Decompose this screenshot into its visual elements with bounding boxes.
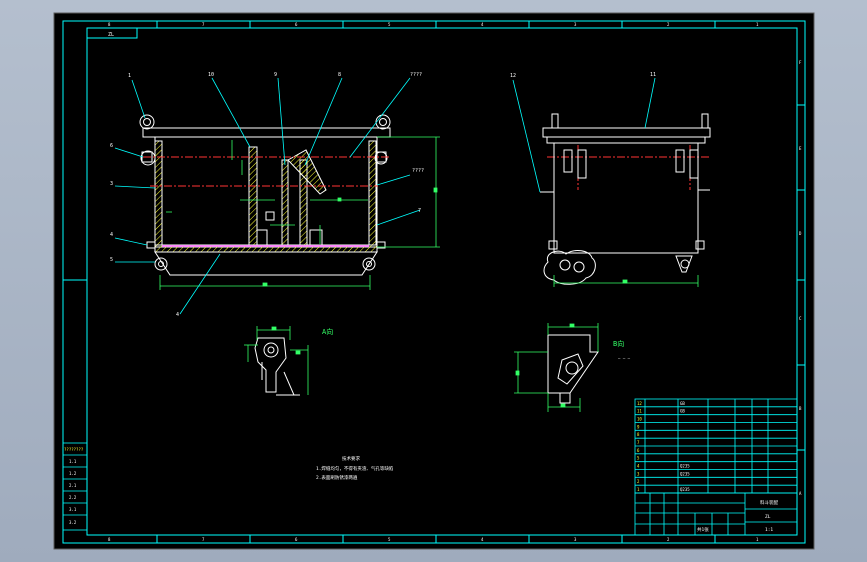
svg-text:10: 10 — [208, 72, 214, 78]
bom-cell: 6 — [637, 448, 640, 453]
drawing-sheet — [53, 12, 815, 550]
zone-ticks — [156, 21, 805, 543]
svg-text:4: 4 — [481, 537, 484, 542]
svg-text:1.焊缝均匀，不得有夹渣、气孔等缺陷: 1.焊缝均匀，不得有夹渣、气孔等缺陷 — [316, 465, 394, 472]
svg-text:1: 1 — [756, 22, 759, 27]
svg-text:3.2: 3.2 — [69, 520, 77, 525]
front-view — [139, 114, 391, 276]
side-view — [540, 113, 711, 285]
detail-a — [254, 337, 300, 396]
bom-cell: 7 — [637, 440, 640, 445]
svg-text:5: 5 — [110, 257, 113, 263]
svg-text:6: 6 — [295, 537, 298, 542]
side-dimensions — [553, 275, 699, 287]
detail-a-label: A向 — [322, 327, 333, 336]
svg-text:1: 1 — [756, 537, 759, 542]
svg-text:8: 8 — [108, 537, 111, 542]
svg-text:3: 3 — [574, 22, 577, 27]
left-revision-table — [62, 442, 88, 531]
svg-text:6: 6 — [110, 143, 113, 149]
bom-cell: 1 — [637, 487, 640, 492]
svg-text:9: 9 — [274, 72, 277, 78]
bom-cell: 3 — [637, 471, 640, 476]
svg-text:1: 1 — [128, 73, 131, 79]
svg-text:3: 3 — [110, 181, 113, 187]
svg-text:????????: ???????? — [64, 447, 84, 452]
leader-lines-side — [512, 77, 656, 193]
svg-text:6: 6 — [295, 22, 298, 27]
drawing-frame — [62, 20, 806, 544]
svg-text:C: C — [799, 316, 802, 321]
svg-text:12: 12 — [510, 73, 516, 79]
svg-text:2: 2 — [667, 537, 670, 542]
svg-text:B: B — [799, 406, 802, 411]
svg-text:F: F — [799, 60, 802, 65]
title-block — [634, 492, 798, 536]
drawing-number-tag: ZL — [86, 27, 138, 39]
svg-text:????: ???? — [412, 168, 424, 174]
svg-text:A: A — [799, 491, 802, 496]
bom-cell: 10 — [637, 417, 642, 422]
svg-text:4: 4 — [110, 232, 113, 238]
bom-cell: GB — [680, 401, 685, 406]
bom-cell: 11 — [637, 409, 642, 414]
detail-a-dims — [244, 326, 309, 395]
bom-cell: 5 — [637, 456, 640, 461]
svg-text:1.1: 1.1 — [69, 459, 77, 464]
svg-text:8: 8 — [108, 22, 111, 27]
svg-text:3: 3 — [574, 537, 577, 542]
svg-text:E: E — [799, 146, 802, 151]
leader-lines-front — [114, 77, 421, 315]
bom-cell: 9 — [637, 424, 640, 429]
svg-text:共1张: 共1张 — [697, 526, 709, 533]
balloon-labels-side: 12 11 — [510, 72, 656, 79]
svg-text:ZL: ZL — [108, 32, 114, 38]
svg-text:7: 7 — [202, 537, 205, 542]
svg-text:1:1: 1:1 — [765, 527, 773, 533]
svg-text:7: 7 — [202, 22, 205, 27]
svg-text:ZL: ZL — [765, 514, 771, 520]
bom-cell: Q235 — [680, 487, 690, 492]
svg-text:2.1: 2.1 — [69, 483, 77, 488]
title-block-text: 料斗装配 ZL 1:1 共1张 — [697, 499, 778, 533]
svg-text:11: 11 — [650, 72, 656, 78]
left-table-labels: ???????? 1.1 1.2 2.1 2.2 3.1 3.2 — [64, 447, 84, 525]
svg-text:5: 5 — [388, 537, 391, 542]
svg-text:2: 2 — [667, 22, 670, 27]
svg-text:1.2: 1.2 — [69, 471, 77, 476]
svg-text:2.表面刷防锈漆两遍: 2.表面刷防锈漆两遍 — [316, 474, 358, 481]
bom-cell: Q235 — [680, 471, 690, 476]
svg-text:D: D — [799, 231, 802, 236]
technical-notes: 技术要求 1.焊缝均匀，不得有夹渣、气孔等缺陷 2.表面刷防锈漆两遍 — [316, 455, 394, 481]
bom-cell: 8 — [637, 432, 640, 437]
svg-text:5: 5 — [388, 22, 391, 27]
zone-labels: 8 7 6 5 4 3 2 1 8 7 6 5 4 3 2 1 F E D C … — [108, 22, 802, 542]
bom-cell: 4 — [637, 464, 640, 469]
bom-cell: 2 — [637, 479, 640, 484]
svg-text:2.2: 2.2 — [69, 495, 77, 500]
bom-cell: Q235 — [680, 464, 690, 469]
svg-text:8: 8 — [338, 72, 341, 78]
detail-b-dims — [514, 323, 599, 412]
svg-text:4: 4 — [481, 22, 484, 27]
svg-text:料斗装配: 料斗装配 — [760, 499, 778, 506]
bom-cell: 12 — [637, 401, 642, 406]
bom-cell: GB — [680, 409, 685, 414]
detail-b-label: B向 — [613, 339, 624, 348]
svg-text:4: 4 — [176, 312, 179, 318]
detail-b-note: — — — — [618, 356, 631, 361]
svg-text:????: ???? — [410, 72, 422, 78]
svg-text:技术要求: 技术要求 — [342, 455, 360, 462]
balloon-labels-front: 1 10 9 8 ???? 6 3 4 5 7 ???? 4 — [110, 72, 424, 318]
front-dimensions — [159, 136, 440, 290]
svg-text:7: 7 — [418, 208, 421, 214]
svg-text:3.1: 3.1 — [69, 507, 77, 512]
